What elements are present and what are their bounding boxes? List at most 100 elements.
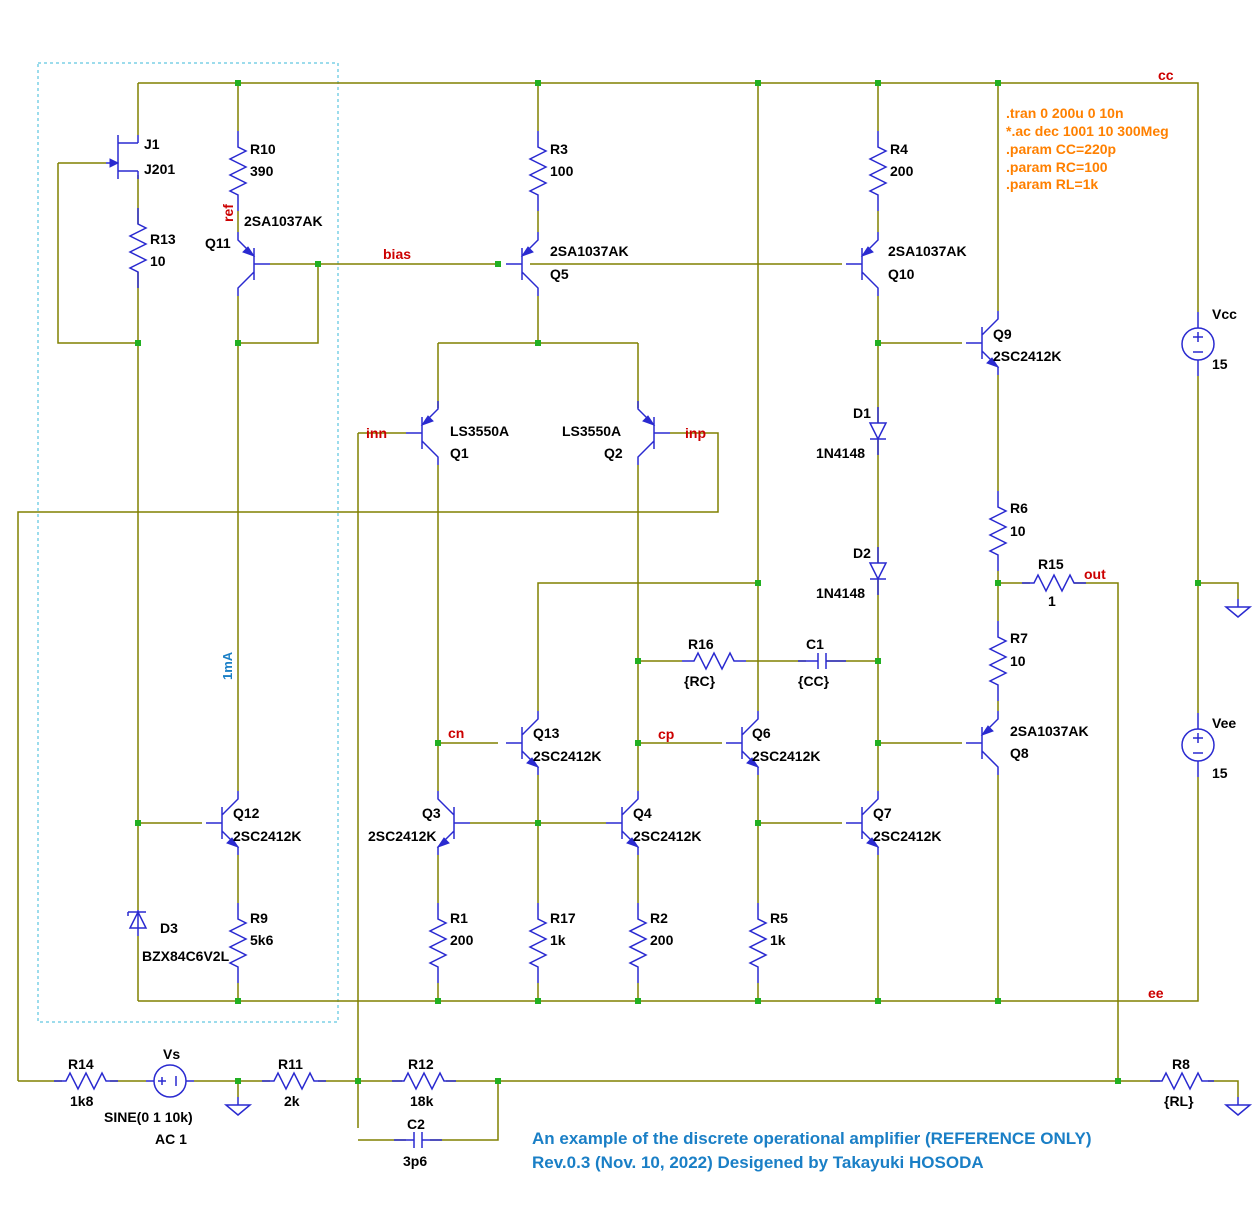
d2-value: 1N4148 (816, 585, 865, 601)
r8-value: {RL} (1164, 1093, 1194, 1109)
resistor-r9-symbol (229, 902, 247, 984)
net-label-bias: bias (383, 246, 411, 262)
npn-q7-symbol (845, 790, 879, 856)
c1-value: {CC} (798, 673, 830, 689)
r16-value: {RC} (684, 673, 716, 689)
zener-d3-symbol (127, 910, 148, 936)
resistor-r2-symbol (629, 902, 647, 984)
r13-name: R13 (150, 231, 176, 247)
current-annotation: 1mA (220, 651, 235, 680)
spice-directive-tran: .tran 0 200u 0 10n (1006, 105, 1124, 121)
net-label-inn: inn (366, 425, 387, 441)
resistor-r4-symbol (869, 130, 887, 212)
net-label-cn: cn (448, 725, 464, 741)
c2-name: C2 (407, 1116, 425, 1132)
r10-name: R10 (250, 141, 276, 157)
r16-name: R16 (688, 636, 714, 652)
spice-directive-param-rl: .param RL=1k (1006, 176, 1098, 192)
vee-value: 15 (1212, 765, 1228, 781)
r12-name: R12 (408, 1056, 434, 1072)
npn-q9-symbol (965, 310, 999, 376)
d2-name: D2 (853, 545, 871, 561)
q13-value: 2SC2412K (533, 748, 602, 764)
r4-value: 200 (890, 163, 914, 179)
vcc-value: 15 (1212, 356, 1228, 372)
q8-name: Q8 (1010, 745, 1029, 761)
diode-d1-symbol (869, 406, 887, 456)
resistor-r3-symbol (529, 130, 547, 212)
resistor-r13-symbol (129, 207, 147, 289)
r11-name: R11 (278, 1056, 303, 1072)
q4-value: 2SC2412K (633, 828, 702, 844)
npn-q3-symbol (437, 790, 471, 856)
resistor-r1-symbol (429, 902, 447, 984)
resistor-r17-symbol (529, 902, 547, 984)
q9-value: 2SC2412K (993, 348, 1062, 364)
j1-name: J1 (144, 136, 160, 152)
r3-value: 100 (550, 163, 574, 179)
net-label-inp: inp (685, 425, 706, 441)
junctions (135, 80, 1201, 1084)
r3-name: R3 (550, 141, 568, 157)
d3-name: D3 (160, 920, 178, 936)
c1-name: C1 (806, 636, 824, 652)
resistor-r14-symbol (53, 1072, 119, 1090)
resistor-r8-symbol (1149, 1072, 1215, 1090)
wires (17, 82, 1239, 1141)
net-label-cc: cc (1158, 67, 1174, 83)
net-label-ee: ee (1148, 985, 1164, 1001)
q10-name: Q10 (888, 266, 915, 282)
q13-name: Q13 (533, 725, 560, 741)
r12-value: 18k (410, 1093, 434, 1109)
r7-value: 10 (1010, 653, 1026, 669)
npn-q12-symbol (205, 790, 239, 856)
r6-value: 10 (1010, 523, 1026, 539)
net-label-ref: ref (220, 204, 236, 222)
q2-value: LS3550A (562, 423, 621, 439)
resistor-r7-symbol (989, 620, 1007, 702)
q11-value: 2SA1037AK (244, 213, 323, 229)
npn-q4-symbol (605, 790, 639, 856)
r2-value: 200 (650, 932, 674, 948)
pnp-q11-symbol (237, 231, 271, 297)
r1-value: 200 (450, 932, 474, 948)
r17-name: R17 (550, 910, 576, 926)
q10-value: 2SA1037AK (888, 243, 967, 259)
resistor-r16-symbol (681, 652, 747, 670)
vs-value: SINE(0 1 10k) (104, 1109, 193, 1125)
r14-name: R14 (68, 1056, 94, 1072)
pnp-q1-symbol (405, 400, 439, 466)
ground-icon (225, 1096, 251, 1116)
r14-value: 1k8 (70, 1093, 94, 1109)
r9-value: 5k6 (250, 932, 274, 948)
voltage-source-vs-symbol (146, 1064, 194, 1098)
r1-name: R1 (450, 910, 468, 926)
c2-value: 3p6 (403, 1153, 427, 1169)
npn-q6-symbol (725, 710, 759, 776)
spice-directive-param-cc: .param CC=220p (1006, 141, 1116, 157)
q6-name: Q6 (752, 725, 771, 741)
capacitor-c2-symbol (393, 1131, 443, 1149)
q7-value: 2SC2412K (873, 828, 942, 844)
r5-value: 1k (770, 932, 786, 948)
r10-value: 390 (250, 163, 274, 179)
q1-value: LS3550A (450, 423, 509, 439)
vs-name: Vs (163, 1046, 180, 1062)
resistor-r11-symbol (261, 1072, 327, 1090)
vee-name: Vee (1212, 715, 1236, 731)
resistor-r12-symbol (391, 1072, 457, 1090)
q1-name: Q1 (450, 445, 469, 461)
r4-name: R4 (890, 141, 908, 157)
resistor-r10-symbol (229, 130, 247, 212)
ground-icon (1225, 598, 1251, 618)
q5-name: Q5 (550, 266, 569, 282)
q8-value: 2SA1037AK (1010, 723, 1089, 739)
r5-name: R5 (770, 910, 788, 926)
r13-value: 10 (150, 253, 166, 269)
q3-value: 2SC2412K (368, 828, 437, 844)
diode-d2-symbol (869, 546, 887, 596)
jfet-j1-symbol (106, 135, 139, 179)
net-label-cp: cp (658, 726, 674, 742)
voltage-source-vee-symbol (1181, 712, 1215, 778)
